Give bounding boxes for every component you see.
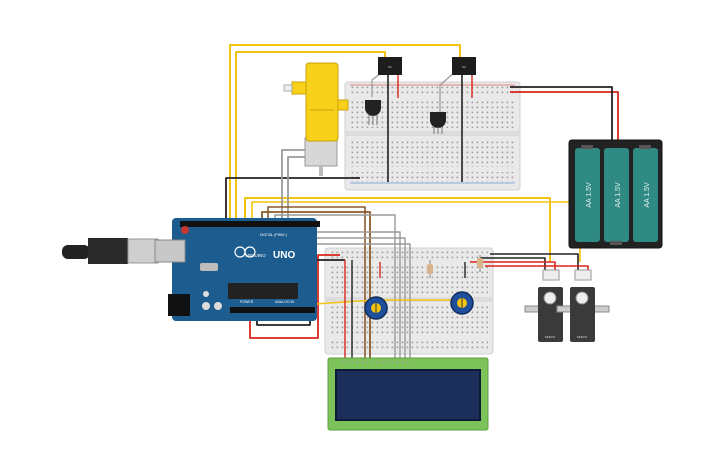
digital-header[interactable]	[180, 221, 320, 227]
dc-motor[interactable]	[283, 62, 349, 176]
relay-2-label: K2	[462, 65, 466, 69]
servo-2[interactable]: SERVO	[556, 269, 610, 342]
servo-2-label: SERVO	[577, 335, 588, 339]
lcd-16x2[interactable]	[327, 357, 489, 431]
power-label: POWER	[240, 300, 254, 304]
analog-label: ANALOG IN	[275, 300, 295, 304]
breadboard-top[interactable]	[344, 81, 521, 191]
breadboard-bottom[interactable]	[324, 247, 494, 355]
resistor-1[interactable]	[427, 260, 433, 278]
battery-cell-2-label: AA 1.5V	[615, 182, 622, 208]
reset-button[interactable]	[181, 226, 189, 234]
analog-header[interactable]	[230, 307, 315, 313]
resistor-2[interactable]	[477, 255, 483, 272]
relay-1[interactable]: K1	[378, 57, 402, 75]
potentiometer-2[interactable]	[450, 291, 474, 315]
transistor-2[interactable]	[430, 112, 446, 134]
digital-label: DIGITAL (PWM~)	[260, 233, 287, 237]
battery-cell-3-label: AA 1.5V	[644, 182, 651, 208]
arduino-uno[interactable]: UNO ARDUINO DIGITAL (PWM~) ANALOG IN POW…	[154, 218, 320, 321]
microcontroller-chip	[228, 283, 298, 299]
brand-label: ARDUINO	[245, 253, 266, 258]
relay-1-label: K1	[388, 65, 392, 69]
battery-pack[interactable]: AA 1.5V AA 1.5V AA 1.5V	[568, 139, 663, 249]
battery-cell-1-label: AA 1.5V	[586, 182, 593, 208]
transistor-1[interactable]	[365, 100, 381, 125]
servo-1[interactable]: SERVO	[524, 269, 578, 342]
board-name: UNO	[273, 250, 295, 261]
servo-1-label: SERVO	[545, 335, 556, 339]
usb-cable[interactable]	[62, 238, 159, 264]
relay-2[interactable]: K2	[452, 57, 476, 75]
potentiometer-1[interactable]	[364, 296, 388, 320]
